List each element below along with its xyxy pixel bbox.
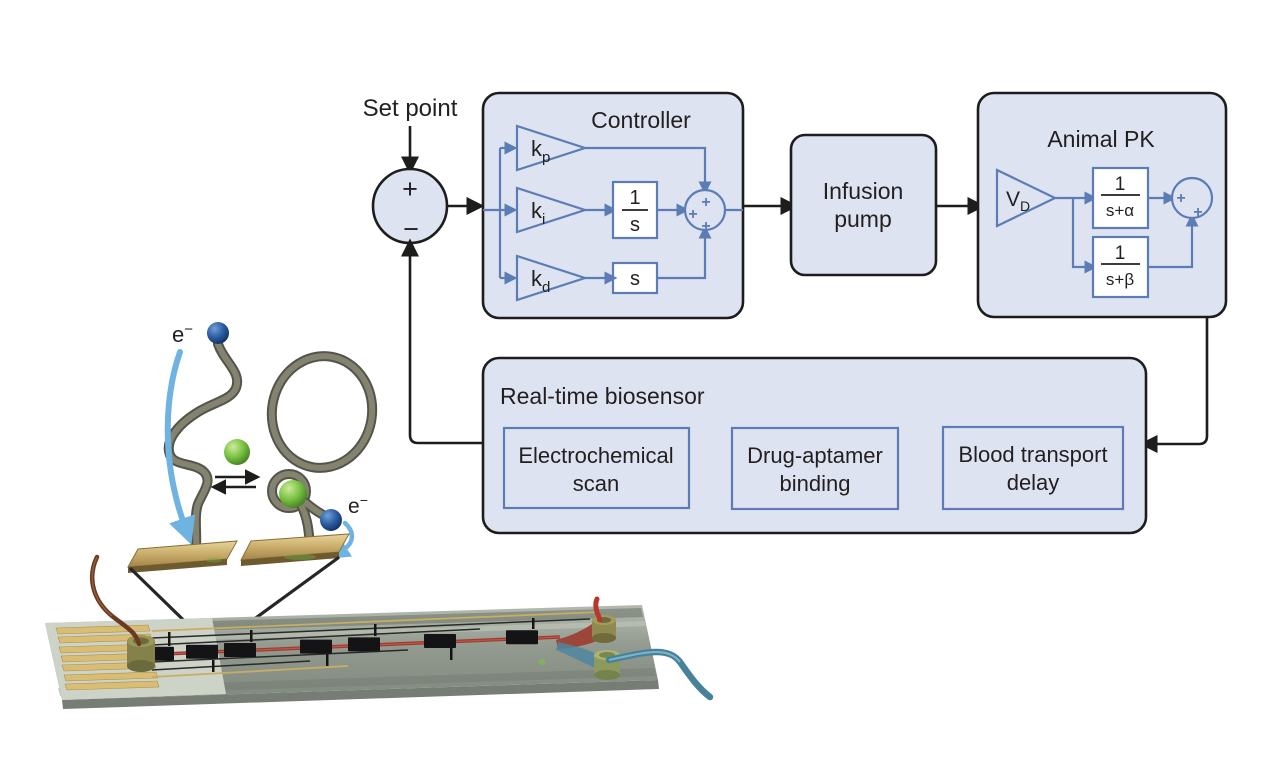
target-molecule-bound [279, 480, 307, 508]
vd-gain-label: VD [1006, 188, 1030, 214]
pk-sum-plus-bottom: + [1193, 204, 1202, 221]
redox-reporter-sphere [207, 322, 229, 344]
gold-electrode-left [127, 540, 238, 573]
electron-flow-arrow [164, 349, 196, 545]
channel-fan-blue [556, 642, 600, 668]
vd-branch-line [1071, 198, 1098, 274]
pk-sum-plus-left: + [1176, 190, 1185, 207]
gain-kp-label: kp [531, 136, 550, 166]
gold-electrode-right [240, 533, 350, 566]
biosensor-title: Real-time biosensor [500, 383, 705, 409]
gain-ki-triangle [515, 186, 589, 234]
sum-minus-sign: − [403, 214, 419, 244]
outlet-port-upper [592, 615, 616, 643]
tf-s-beta-block: 1 s+β [1091, 235, 1150, 299]
ctrl-sum-plus-top: + [701, 194, 710, 211]
biosensor-block: Real-time biosensor Electrochemical scan… [481, 356, 1148, 535]
integrator-block: 1 s [611, 180, 659, 240]
gain-kd-triangle [515, 254, 589, 302]
pk-to-biosensor-arrow [1139, 318, 1209, 454]
tf2-numerator: 1 [1115, 243, 1126, 264]
ctrl-sum-plus-left: + [688, 206, 697, 223]
box-label-line1: Blood transport [958, 442, 1107, 467]
derivative-output-line [657, 225, 712, 280]
tf2-output-line [1148, 213, 1199, 269]
gain-kd-label: kd [531, 266, 550, 296]
microfluidic-chip [45, 554, 714, 709]
equilibrium-arrows-icon [210, 469, 261, 495]
box-label-line1: Electrochemical [518, 443, 673, 468]
box-label-line2: delay [1007, 470, 1060, 495]
derivative-label: s [630, 268, 640, 290]
redox-reporter-sphere [320, 509, 342, 531]
chip-side-face [62, 680, 659, 709]
tf2-denominator: s+β [1106, 270, 1134, 289]
kp-output-line [585, 146, 712, 195]
box-label-line2: scan [573, 471, 619, 496]
pk-sum-junction: + + [1170, 176, 1214, 221]
ctrl-sum-plus-bottom: + [701, 218, 710, 235]
controller-title: Controller [591, 107, 691, 133]
inlet-port-left [127, 635, 155, 672]
tf-s-alpha-block: 1 s+α [1091, 166, 1150, 230]
electron-label-left: e− [172, 321, 193, 347]
pump-label-line1: Infusion [823, 178, 904, 204]
outlet-wire-red [593, 596, 603, 623]
vd-gain-triangle [995, 168, 1058, 228]
animal-pk-block: Animal PK VD 1 s+α 1 s+β + + [976, 91, 1228, 319]
integrator-denominator: s [630, 214, 640, 236]
aptamer-switching-illustration: e− e− [127, 321, 378, 646]
pk-title: Animal PK [1047, 126, 1155, 152]
summing-junction: + − [371, 167, 449, 245]
tf1-denominator: s+α [1106, 201, 1134, 220]
infusion-pump-block: Infusion pump [789, 133, 938, 277]
drug-aptamer-binding-box: Drug-aptamer binding [730, 426, 900, 511]
gain-ki-label: ki [531, 198, 545, 228]
blood-transport-delay-box: Blood transport delay [941, 425, 1125, 511]
box-label-line2: binding [780, 471, 851, 496]
sum-plus-sign: + [402, 174, 418, 204]
outlet-port-lower [594, 650, 620, 680]
aptamer-folded [266, 351, 378, 553]
derivative-block: s [611, 261, 659, 295]
feedback-arrow [400, 238, 483, 445]
set-point-label: Set point [363, 95, 458, 122]
target-molecule-free [224, 439, 250, 465]
controller-block: Controller kp ki kd 1 s s + + + [481, 91, 745, 320]
electrochemical-scan-box: Electrochemical scan [502, 426, 691, 510]
integrator-numerator: 1 [629, 187, 640, 209]
gain-kp-triangle [515, 124, 589, 172]
electron-label-right: e− [348, 492, 368, 518]
chip-traces [151, 611, 601, 678]
electron-transfer-arrow [329, 520, 355, 559]
outlet-tube-highlight [608, 650, 681, 663]
pump-label-line2: pump [834, 206, 892, 232]
tf1-numerator: 1 [1115, 174, 1126, 195]
chip-green-dot [538, 659, 546, 665]
box-label-line1: Drug-aptamer [747, 443, 883, 468]
inlet-wire-highlight [91, 556, 113, 617]
